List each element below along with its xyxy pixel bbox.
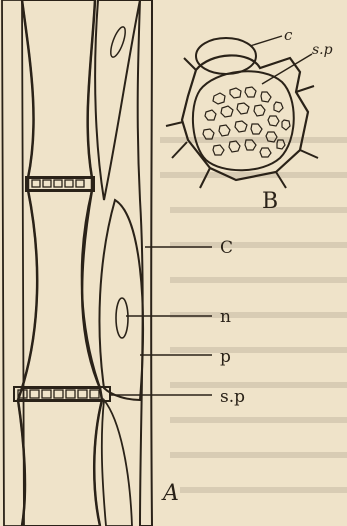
leader-b-c [250, 36, 282, 46]
right-lower-cell [102, 400, 132, 526]
tube-wall-left [18, 0, 37, 526]
nucleus [116, 298, 128, 338]
surrounding-walls [182, 55, 308, 180]
upper-cell-nucleus [108, 25, 128, 58]
callout-sp: s.p [220, 387, 245, 407]
sieve-tube-lower [18, 400, 102, 526]
callout-n: n [220, 307, 231, 327]
figure-a-label: A [161, 481, 179, 506]
callout-b-sp: s.p [312, 42, 333, 58]
sieve-plate-upper [26, 177, 94, 191]
tube-wall-right [82, 0, 102, 526]
companion-cell-upper [95, 0, 140, 200]
callout-c: C [220, 238, 233, 258]
figure-b-transverse-section: c s.p B [166, 26, 333, 214]
background-print [160, 140, 347, 490]
figure-b-label: B [262, 189, 278, 214]
sieve-plate-lower [14, 387, 110, 401]
left-cell-strip [2, 0, 24, 526]
sieve-pores [203, 87, 290, 157]
companion-cell [99, 200, 143, 400]
callout-p: p [220, 347, 231, 367]
figure-a-longitudinal-section: C n p s.p A [2, 0, 245, 526]
callout-b-c: c [284, 26, 293, 44]
